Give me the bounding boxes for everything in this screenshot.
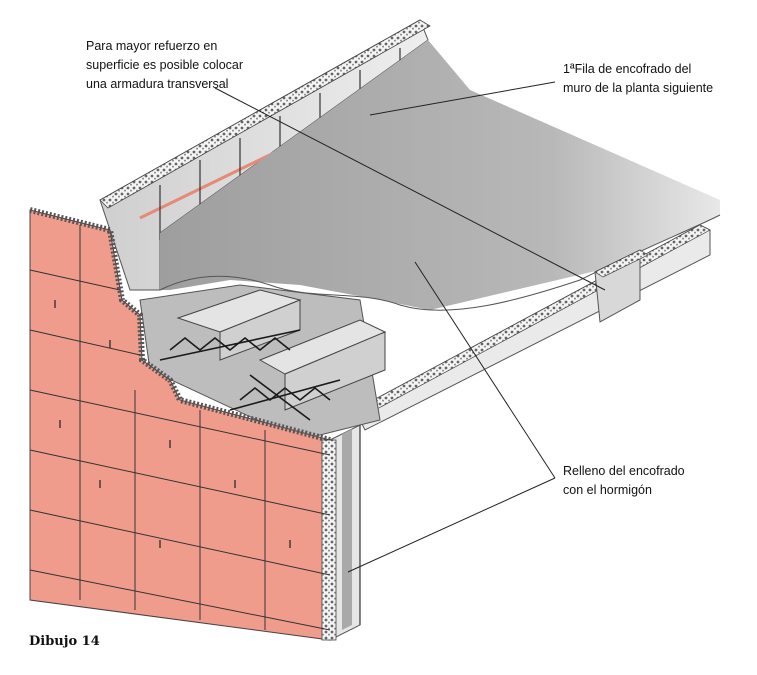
first-row-annotation: 1ªFila de encofrado del muro de la plant…: [563, 62, 714, 95]
first-row-leader: [369, 81, 556, 116]
leader-lines: [214, 81, 606, 573]
brick-wall: [29, 207, 337, 641]
reinforcement-leader: [214, 87, 606, 291]
inner-formwork-wall: [329, 424, 361, 641]
figure-caption: Dibujo 14: [29, 634, 100, 649]
concrete-fill-annotation: Relleno del encofrado con el hormigón: [563, 464, 685, 497]
fill-leader-lower: [347, 477, 556, 573]
fill-leader-upper: [414, 261, 556, 479]
reinforcement-annotation: Para mayor refuerzo en superficie es pos…: [86, 39, 244, 91]
